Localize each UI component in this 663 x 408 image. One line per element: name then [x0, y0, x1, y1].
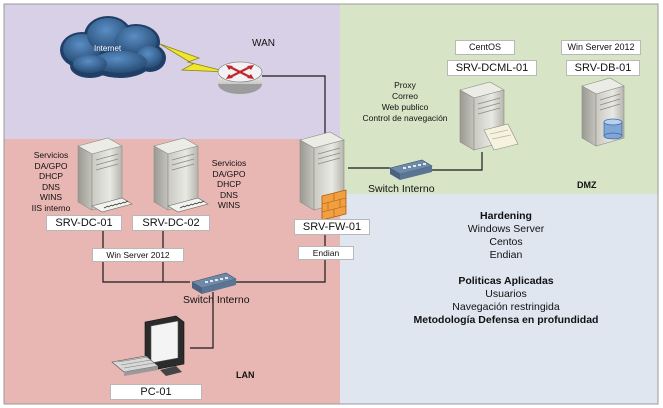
- hardening-item: Centos: [489, 236, 523, 248]
- database-icon: [603, 118, 623, 140]
- service-line: WINS: [39, 192, 63, 202]
- wan-zone-label: WAN: [252, 38, 275, 49]
- service-line: DNS: [42, 181, 60, 192]
- dcml-os-label: CentOS: [455, 40, 515, 55]
- service-line: WINS: [217, 200, 241, 210]
- srv-fw-01-icon: [299, 131, 347, 221]
- pc-01-icon: [111, 315, 185, 376]
- internet-cloud-icon: [60, 16, 166, 78]
- wan-zone: [4, 4, 340, 139]
- service-line: IIS interno: [31, 202, 71, 213]
- lan-switch-label: Switch Interno: [183, 294, 250, 306]
- hardening-item: Endian: [489, 249, 523, 261]
- dc02-services: Servicios DA/GPO DHCP DNS WINS: [204, 158, 254, 211]
- srv-dc-02-icon: [153, 137, 209, 213]
- service-line: DA/GPO: [212, 168, 246, 179]
- srv-dcml-01-label: SRV-DCML-01: [447, 60, 537, 76]
- dmz-switch-label: Switch Interno: [368, 183, 435, 195]
- lan-zone-label: LAN: [236, 370, 255, 380]
- service-line: Control de navegación: [362, 113, 448, 123]
- service-line: DHCP: [38, 171, 64, 181]
- service-line: DHCP: [216, 179, 242, 189]
- service-line: Web publico: [381, 102, 429, 112]
- policies-item: Usuarios: [485, 288, 527, 300]
- service-line: Servicios: [33, 150, 69, 160]
- dmz-zone-label: DMZ: [577, 180, 597, 190]
- service-line: Servicios: [211, 158, 247, 168]
- firewall-brick-icon: [321, 189, 347, 221]
- srv-dcml-01-icon: [459, 81, 519, 151]
- router-icon: [217, 61, 263, 94]
- dc01-services: Servicios DA/GPO DHCP DNS WINS IIS inter…: [26, 150, 76, 213]
- srv-dc-01-label: SRV-DC-01: [46, 215, 122, 231]
- service-line: DA/GPO: [34, 160, 68, 171]
- methodology-label: Metodología Defensa en profundidad: [413, 314, 599, 326]
- service-line: Proxy: [394, 80, 416, 90]
- pc-01-label: PC-01: [110, 384, 202, 400]
- srv-db-01-label: SRV-DB-01: [566, 60, 640, 76]
- srv-fw-01-label: SRV-FW-01: [294, 219, 370, 235]
- service-line: Correo: [392, 91, 418, 101]
- srv-dc-01-icon: [77, 137, 133, 213]
- policies-item: Navegación restringida: [452, 301, 560, 313]
- lan-switch-icon: [191, 272, 237, 294]
- policies-title: Politicas Aplicadas: [458, 275, 554, 287]
- fw-os-label: Endian: [298, 246, 354, 260]
- hardening-item: Windows Server: [467, 223, 545, 235]
- dmz-switch-icon: [389, 159, 433, 180]
- hardening-title: Hardening: [480, 210, 532, 222]
- notes-block: Hardening Windows Server Centos Endian P…: [400, 210, 612, 327]
- srv-db-01-icon: [581, 77, 625, 147]
- dcml-services: Proxy Correo Web publico Control de nave…: [348, 80, 462, 124]
- dc-os-label: Win Server 2012: [92, 248, 184, 262]
- notes-zone: [340, 194, 658, 404]
- service-line: DNS: [220, 189, 238, 200]
- srv-dc-02-label: SRV-DC-02: [132, 215, 210, 231]
- internet-label: Internet: [94, 44, 122, 53]
- db-os-label: Win Server 2012: [561, 40, 641, 55]
